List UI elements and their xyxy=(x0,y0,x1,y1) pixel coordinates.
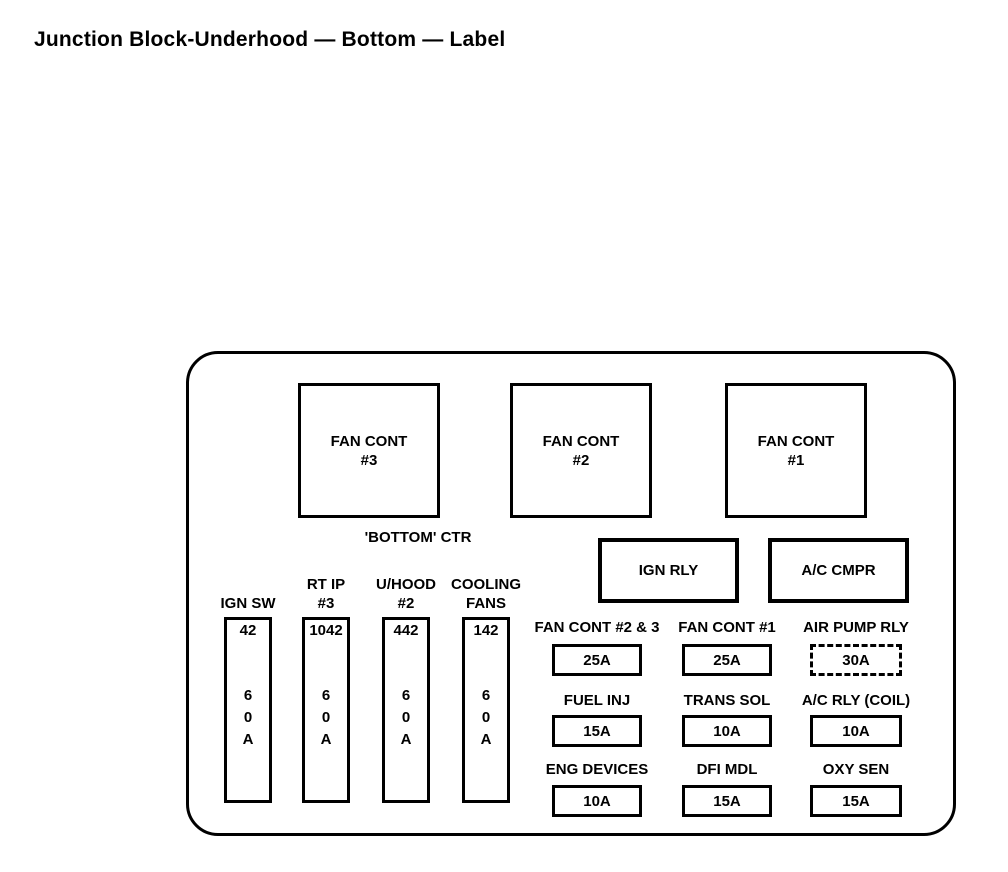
mini-fuse-fuel-inj: 15A xyxy=(552,715,642,747)
fuse-amps: 15A xyxy=(842,792,870,810)
label-line1: RT IP xyxy=(306,576,346,593)
relay-label: IGN RLY xyxy=(638,562,699,579)
fuse-amps: 10A xyxy=(842,722,870,740)
fuse-amps: 10A xyxy=(713,722,741,740)
fuse-amps: 60A xyxy=(317,687,335,753)
maxi-fuse-rt-ip: 1042 60A xyxy=(302,617,350,803)
mini-fuse-label-fuel-inj: FUEL INJ xyxy=(563,692,631,709)
maxi-fuse-cooling-fans: 142 60A xyxy=(462,617,510,803)
fuse-amps: 60A xyxy=(239,687,257,753)
mini-fuse-label-oxy-sen: OXY SEN xyxy=(822,761,890,778)
label-line2: #3 xyxy=(317,595,335,612)
relay-fan-cont-3: FAN CONT #3 xyxy=(298,383,440,518)
mini-fuse-air-pump-rly: 30A xyxy=(810,644,902,676)
mini-fuse-label-fan-cont-1: FAN CONT #1 xyxy=(678,619,776,636)
maxi-fuse-label-cooling-fans: COOLING FANS xyxy=(426,574,546,613)
relay-fan-cont-1: FAN CONT #1 xyxy=(725,383,867,518)
fuse-number: 42 xyxy=(239,622,257,639)
mini-fuse-label-trans-sol: TRANS SOL xyxy=(683,692,771,709)
relay-label: A/C CMPR xyxy=(801,562,876,579)
mini-fuse-dfi-mdl: 15A xyxy=(682,785,772,817)
relay-fan-cont-2: FAN CONT #2 xyxy=(510,383,652,518)
fuse-amps: 10A xyxy=(583,792,611,810)
maxi-fuse-uhood: 442 60A xyxy=(382,617,430,803)
mini-fuse-label-fan-cont-2-3: FAN CONT #2 & 3 xyxy=(534,619,660,636)
mini-fuse-label-eng-devices: ENG DEVICES xyxy=(545,761,649,778)
relay-name: FAN CONT xyxy=(330,432,408,450)
fuse-number: 1042 xyxy=(309,622,343,639)
relay-ac-cmpr: A/C CMPR xyxy=(768,538,909,603)
label-line1: U/HOOD xyxy=(376,576,436,593)
mini-fuse-label-air-pump-rly: AIR PUMP RLY xyxy=(803,619,909,636)
fuse-amps: 60A xyxy=(477,687,495,753)
mini-fuse-ac-rly-coil: 10A xyxy=(810,715,902,747)
mini-fuse-fan-cont-2-3: 25A xyxy=(552,644,642,676)
maxi-fuse-ign-sw: 42 60A xyxy=(224,617,272,803)
label-line1: COOLING xyxy=(451,576,521,593)
fuse-amps: 60A xyxy=(397,687,415,753)
page-title: Junction Block-Underhood — Bottom — Labe… xyxy=(34,28,506,51)
bottom-ctr-label: 'BOTTOM' CTR xyxy=(364,529,472,546)
fuse-number: 442 xyxy=(393,622,419,639)
fuse-number: 142 xyxy=(473,622,499,639)
fuse-amps: 25A xyxy=(583,651,611,669)
mini-fuse-label-ac-rly-coil: A/C RLY (COIL) xyxy=(801,692,911,709)
mini-fuse-trans-sol: 10A xyxy=(682,715,772,747)
relay-ign-rly: IGN RLY xyxy=(598,538,739,603)
label-line2: FANS xyxy=(465,595,506,612)
label-line2: IGN SW xyxy=(220,595,276,612)
fuse-amps: 15A xyxy=(583,722,611,740)
relay-number: #1 xyxy=(787,451,805,469)
mini-fuse-label-dfi-mdl: DFI MDL xyxy=(696,761,758,778)
relay-number: #3 xyxy=(360,451,378,469)
fuse-amps: 30A xyxy=(842,651,870,669)
fuse-amps: 15A xyxy=(713,792,741,810)
mini-fuse-eng-devices: 10A xyxy=(552,785,642,817)
maxi-fuse-label-uhood: U/HOOD #2 xyxy=(346,574,466,613)
maxi-fuse-label-ign-sw: IGN SW xyxy=(188,574,308,613)
fuse-amps: 25A xyxy=(713,651,741,669)
label-line2: #2 xyxy=(397,595,415,612)
maxi-fuse-label-rt-ip: RT IP #3 xyxy=(266,574,386,613)
junction-block-outline xyxy=(186,351,956,836)
relay-number: #2 xyxy=(572,451,590,469)
mini-fuse-oxy-sen: 15A xyxy=(810,785,902,817)
mini-fuse-fan-cont-1: 25A xyxy=(682,644,772,676)
relay-name: FAN CONT xyxy=(757,432,835,450)
relay-name: FAN CONT xyxy=(542,432,620,450)
